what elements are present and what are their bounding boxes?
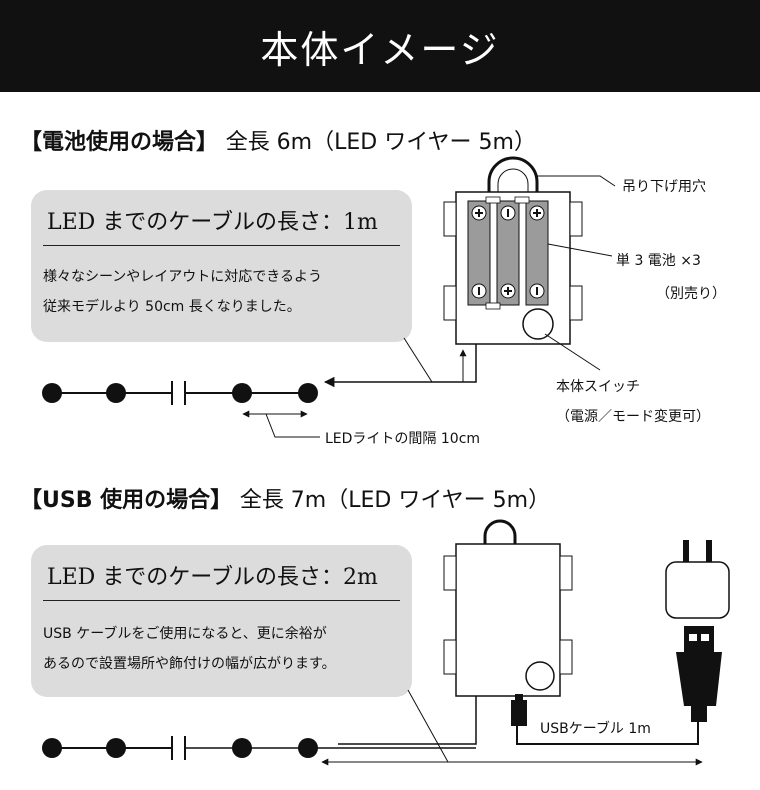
led-spacing-label: LEDライトの間隔 10cm [325,431,481,447]
hanging-hole-label: 吊り下げ用穴 [622,179,706,195]
usb-section-title: 【USB 使用の場合】 全長 7m（LED ワイヤー 5m） [20,482,550,514]
usb-card-line-1: USB ケーブルをご使用になると、更に余裕が [43,626,327,642]
battery-box [443,156,583,345]
usb-section-title-bold: 【USB 使用の場合】 [20,488,233,513]
hanging-hook [483,519,517,544]
card-divider [43,245,400,246]
led-bulb [42,383,62,403]
switch-note-label: （電源／モード変更可） [556,409,710,425]
usb-card-heading: LED までのケーブルの長さ：2m [47,565,378,590]
page-title: 本体イメージ [260,27,500,72]
usb-section-title-rest: 全長 7m（LED ワイヤー 5m） [239,488,551,513]
led-string-usb [42,736,476,760]
usb-card-line-2: あるので設置場所や飾付けの幅が広がります。 [43,656,336,672]
battery-card-line-1: 様々なシーンやレイアウトに対応できるよう [43,269,323,285]
power-switch [525,661,555,691]
battery-card-heading: LED までのケーブルの長さ：1m [47,210,378,235]
side-clip [443,285,457,321]
battery-card-line-2: 従来モデルより 50cm 長くなりました。 [43,299,301,315]
usb-plug-body [676,652,722,706]
usb-cable-info-card: LED までのケーブルの長さ：2m USB ケーブルをご使用になると、更に余裕が… [31,545,412,697]
ac-adapter-body [665,561,730,619]
usb-cable-label: USBケーブル 1m [540,721,651,737]
side-clip [443,555,457,591]
side-clip [569,285,583,321]
battery-label: 単 3 電池 ×3 [616,253,701,269]
battery [467,200,491,306]
led-string-battery [42,381,318,405]
battery-section-title-rest: 全長 6m（LED ワイヤー 5m） [225,130,536,155]
battery-cable-info-card: LED までのケーブルの長さ：1m 様々なシーンやレイアウトに対応できるよう 従… [31,190,412,342]
led-bulb [42,738,62,758]
battery-note-label: （別売り） [656,286,726,302]
side-clip [443,201,457,237]
usb-adapter [665,540,730,722]
battery-section-title-bold: 【電池使用の場合】 [20,130,219,155]
power-switch [522,308,554,340]
hanging-hook [487,156,539,193]
led-bulb [106,383,126,403]
led-bulb [106,738,126,758]
battery [496,200,520,306]
usb-box [443,519,573,726]
card-divider [43,600,400,601]
usb-plug-head [684,626,714,656]
battery-section-title: 【電池使用の場合】 全長 6m（LED ワイヤー 5m） [20,124,536,156]
led-bulb [232,383,252,403]
side-clip [559,555,573,591]
side-clip [559,639,573,675]
switch-label: 本体スイッチ [556,379,640,395]
page-header: 本体イメージ [0,0,760,92]
side-clip [443,639,457,675]
led-bulb [298,738,318,758]
battery [525,200,549,306]
led-bulb [232,738,252,758]
led-bulb [298,383,318,403]
side-clip [569,201,583,237]
